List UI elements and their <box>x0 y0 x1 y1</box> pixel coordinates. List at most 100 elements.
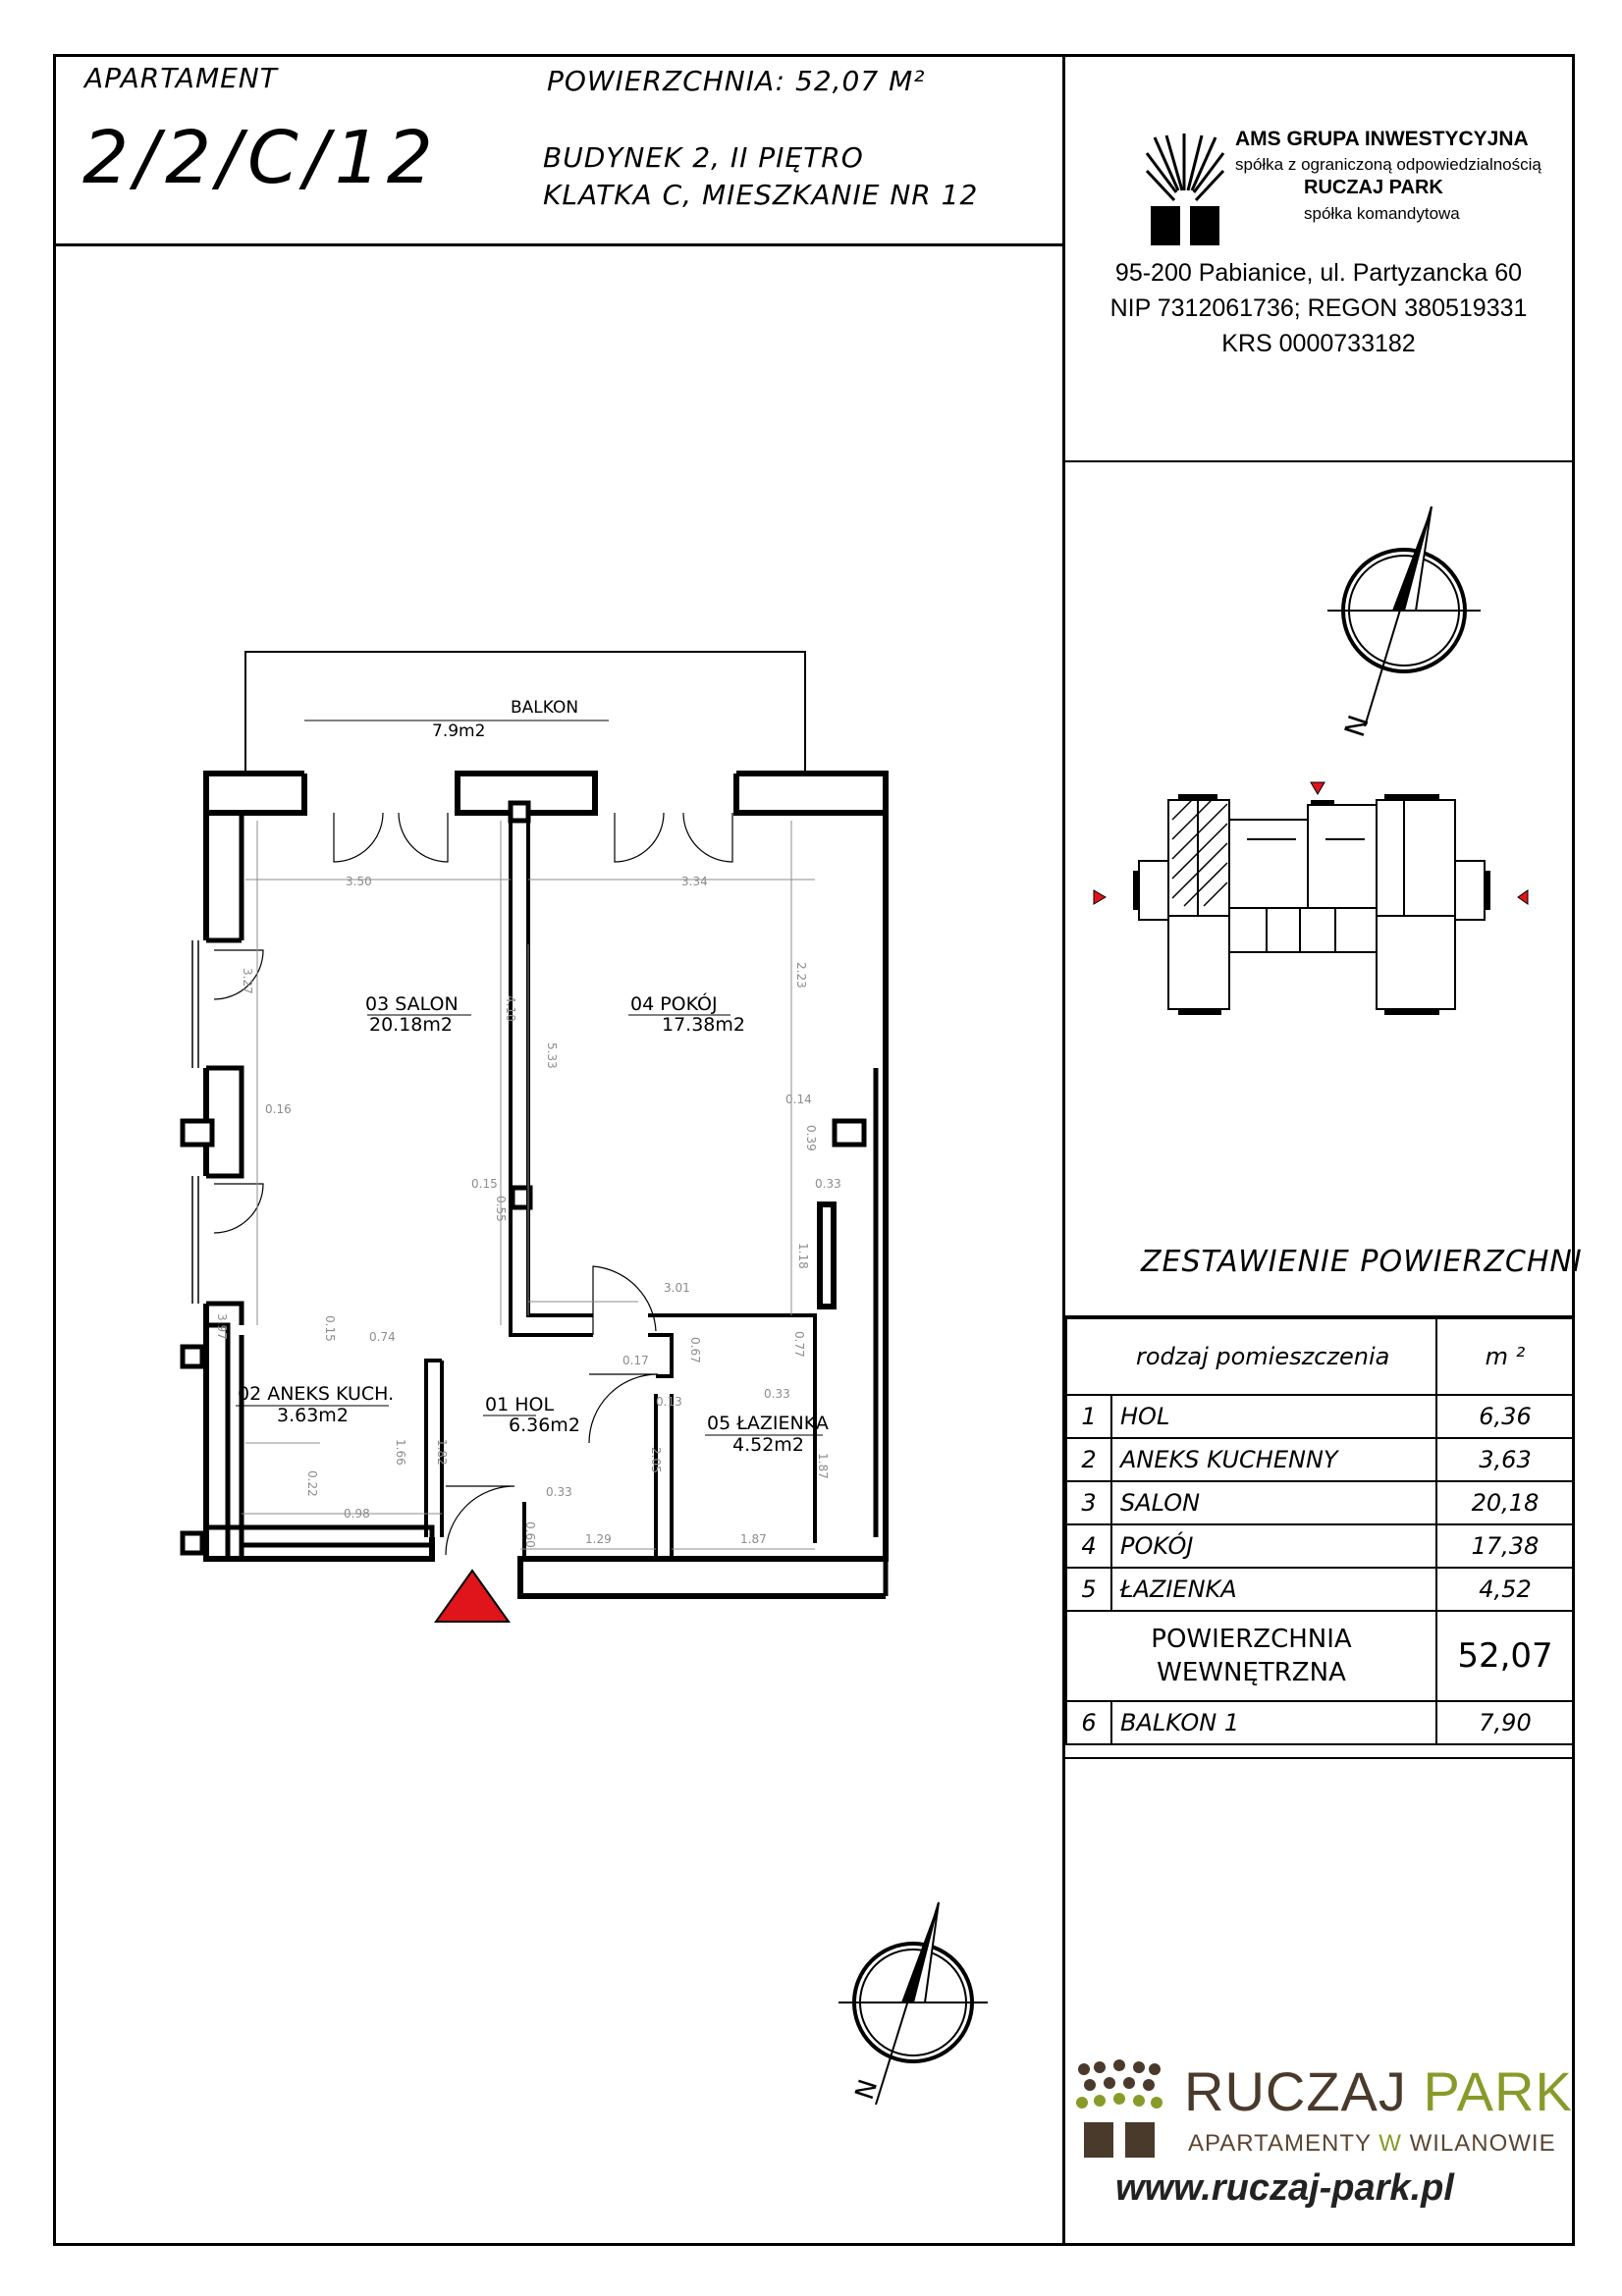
row-number: 6 <box>1065 1700 1112 1745</box>
dim-label: 2.23 <box>794 962 808 988</box>
dim-label: 0.15 <box>471 1177 498 1191</box>
row-name: HOL <box>1110 1394 1437 1439</box>
dim-label: 0.15 <box>323 1315 337 1342</box>
brand-sub-part-1: APARTAMENTY <box>1188 2130 1379 2157</box>
dim-label: 0.55 <box>494 1196 508 1222</box>
apartment-label: APARTAMENT <box>84 62 278 94</box>
dim-label: 3.34 <box>681 875 708 888</box>
table-top-divider <box>1062 1315 1575 1317</box>
north-letter: N <box>850 2076 885 2104</box>
table-header-row: rodzaj pomieszczenia m ² <box>1065 1317 1575 1396</box>
website-link[interactable]: www.ruczaj-park.pl <box>1115 2167 1454 2209</box>
row-value: 6,36 <box>1435 1394 1575 1439</box>
col-type-header: rodzaj pomieszczenia <box>1065 1317 1437 1396</box>
balcony-area: 7.9m2 <box>432 721 485 741</box>
dim-label: 0.33 <box>546 1485 572 1499</box>
aneks-area: 3.63m2 <box>277 1405 349 1426</box>
apartment-number: 2/2/C/12 <box>82 116 439 200</box>
total-value: 52,07 <box>1435 1610 1575 1702</box>
dim-label: 1.66 <box>394 1439 407 1466</box>
dim-label: 0.33 <box>764 1387 790 1401</box>
header-divider <box>53 243 1064 246</box>
dim-label: 0.16 <box>265 1102 292 1116</box>
table-row: 5 ŁAZIENKA 4,52 <box>1065 1567 1575 1612</box>
row-value: 4,52 <box>1435 1567 1575 1612</box>
row-number: 5 <box>1065 1567 1112 1612</box>
total-row: POWIERZCHNIA WEWNĘTRZNA 52,07 <box>1065 1610 1575 1702</box>
total-label: POWIERZCHNIA WEWNĘTRZNA <box>1065 1610 1437 1702</box>
brand-sub-part-3: WILANOWIE <box>1401 2130 1556 2157</box>
dim-label: 1.18 <box>796 1243 810 1269</box>
area-label: POWIERZCHNIA: 52,07 M² <box>547 65 926 97</box>
dim-label: 0.33 <box>815 1177 841 1191</box>
salon-area: 20.18m2 <box>369 1014 453 1036</box>
table-bottom-divider <box>1062 1757 1575 1759</box>
vertical-divider <box>1062 54 1065 2246</box>
brand-title-part-2: PARK <box>1423 2060 1573 2122</box>
area-table: rodzaj pomieszczenia m ² 1 HOL 6,36 2 AN… <box>1065 1317 1575 1745</box>
balcony-row: 6 BALKON 1 7,90 <box>1065 1700 1575 1745</box>
pokoj-name: 04 POKÓJ <box>630 991 718 1015</box>
building-line-2: KLATKA C, MIESZKANIE NR 12 <box>543 179 979 211</box>
compass-icon: N <box>1327 506 1481 741</box>
dim-label: 3.27 <box>241 968 254 994</box>
total-label-line-2: WEWNĘTRZNA <box>1157 1658 1346 1687</box>
ruczaj-park-logo-icon <box>1076 2059 1162 2158</box>
dim-label: 0.22 <box>305 1470 319 1497</box>
dim-label: 1.29 <box>585 1532 612 1546</box>
row-name: BALKON 1 <box>1110 1700 1437 1745</box>
salon-name: 03 SALON <box>365 993 459 1015</box>
dim-label: 0.67 <box>688 1337 702 1363</box>
company-name: AMS GRUPA INWESTYCYJNA <box>1235 128 1529 150</box>
table-row: 1 HOL 6,36 <box>1065 1394 1575 1439</box>
company-krs: KRS 0000733182 <box>1221 330 1416 357</box>
dim-label: 5.33 <box>545 1042 559 1069</box>
windows-left <box>191 940 199 1304</box>
north-letter: N <box>1338 712 1376 741</box>
row-number: 4 <box>1065 1523 1112 1569</box>
dim-label: 0.13 <box>656 1395 682 1409</box>
dim-label: 0.39 <box>804 1125 818 1151</box>
dim-label: 1.87 <box>740 1532 767 1546</box>
dim-label: 0.98 <box>344 1507 370 1521</box>
company-nip-regon: NIP 7312061736; REGON 380519331 <box>1109 294 1528 322</box>
row-name: POKÓJ <box>1110 1523 1437 1569</box>
row-name: ANEKS KUCHENNY <box>1110 1437 1437 1482</box>
hol-name: 01 HOL <box>485 1394 554 1415</box>
table-row: 4 POKÓJ 17,38 <box>1065 1523 1575 1569</box>
balcony-name: BALKON <box>511 698 578 718</box>
entrance-marker-icon <box>434 1569 511 1623</box>
row-value: 7,90 <box>1435 1700 1575 1745</box>
sheet-frame <box>53 54 1575 2246</box>
company-form-2: spółka komandytowa <box>1304 204 1460 223</box>
table-row: 2 ANEKS KUCHENNY 3,63 <box>1065 1437 1575 1482</box>
dim-label: 2.05 <box>649 1447 663 1473</box>
company-form: spółka z ograniczoną odpowiedzialnością <box>1235 155 1541 174</box>
row-name: SALON <box>1110 1480 1437 1525</box>
tree-logo-icon <box>1145 133 1225 245</box>
dim-label: 0.14 <box>785 1093 812 1106</box>
summary-title: ZESTAWIENIE POWIERZCHNI <box>1141 1245 1583 1279</box>
brand-subtitle: APARTAMENTY W WILANOWIE <box>1188 2130 1556 2158</box>
dim-label: 4.10 <box>504 995 517 1022</box>
row-value: 17,38 <box>1435 1523 1575 1569</box>
lazienka-name: 05 ŁAZIENKA <box>707 1413 829 1434</box>
company-divider <box>1062 460 1575 462</box>
aneks-name: 02 ANEKS KUCH. <box>238 1383 394 1405</box>
row-number: 1 <box>1065 1394 1112 1439</box>
table-row: 3 SALON 20,18 <box>1065 1480 1575 1525</box>
doors <box>213 812 733 1556</box>
dim-label: 3.50 <box>346 875 372 888</box>
dim-label: 1.82 <box>435 1439 449 1466</box>
building-key-plan <box>1093 781 1529 1015</box>
building-info: BUDYNEK 2, II PIĘTRO KLATKA C, MIESZKANI… <box>543 139 978 214</box>
company-name-2: RUCZAJ PARK <box>1304 177 1443 198</box>
dim-label: 3.01 <box>664 1281 690 1295</box>
building-line-1: BUDYNEK 2, II PIĘTRO <box>543 141 864 174</box>
floor-plan: BALKON 7.9m2 <box>180 651 889 1623</box>
lazienka-area: 4.52m2 <box>732 1434 804 1456</box>
hol-area: 6.36m2 <box>509 1415 580 1436</box>
brand-sub-part-2: W <box>1379 2130 1402 2157</box>
row-value: 3,63 <box>1435 1437 1575 1482</box>
company-address: 95-200 Pabianice, ul. Partyzancka 60 <box>1114 259 1523 287</box>
